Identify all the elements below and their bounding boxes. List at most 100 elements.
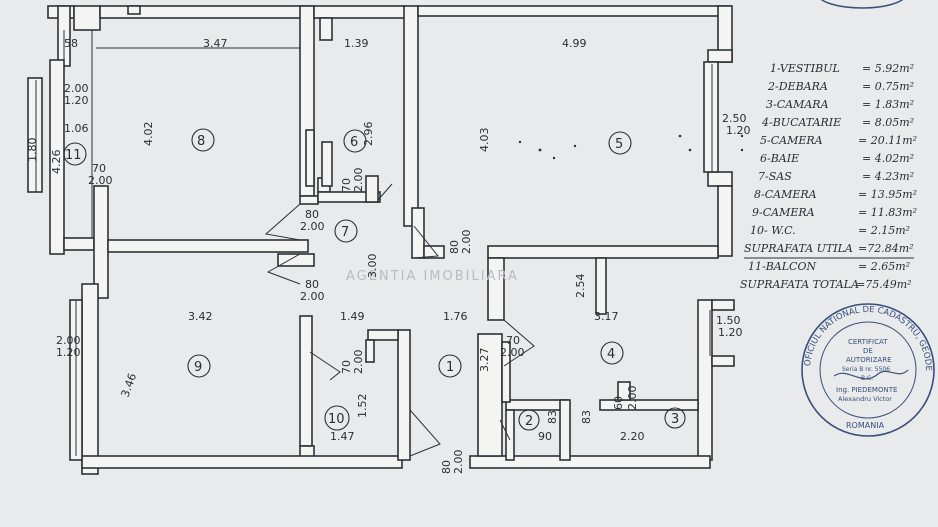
top-stamp-fragment bbox=[820, 0, 904, 9]
legend-label: 7-SAS bbox=[758, 170, 792, 183]
dim-label: 2.96 bbox=[362, 122, 375, 147]
legend-label: 6-BAIE bbox=[760, 152, 799, 165]
dim-label: 2.00 bbox=[626, 386, 639, 411]
room-9-number: 9 bbox=[194, 360, 202, 375]
dim-label: 3.27 bbox=[478, 348, 491, 373]
room-4-number: 4 bbox=[607, 347, 615, 362]
door-swings bbox=[264, 183, 535, 457]
legend-value: = 8.05m² bbox=[862, 116, 914, 129]
dim-label: 2.00 bbox=[300, 290, 325, 303]
dim-label: 4.03 bbox=[478, 128, 491, 153]
room-6-number: 6 bbox=[350, 135, 358, 150]
dim-label: 80 bbox=[440, 460, 453, 474]
dim-label: 58 bbox=[64, 37, 78, 50]
dim-label: 1.20 bbox=[718, 326, 743, 339]
dim-label: 83 bbox=[580, 410, 593, 424]
legend-label: 10- W.C. bbox=[750, 224, 796, 237]
dim-label: 83 bbox=[546, 410, 559, 424]
legend-value: =75.49m² bbox=[856, 278, 912, 291]
dim-label: 2.00 bbox=[460, 230, 473, 255]
room-numbers: 8 6 5 7 11 9 1 4 10 2 3 bbox=[63, 128, 686, 431]
legend-label: 4-BUCATARIE bbox=[761, 116, 841, 129]
legend-value: = 13.95m² bbox=[858, 188, 917, 201]
room-10-number: 10 bbox=[328, 412, 345, 427]
dim-label: 1.20 bbox=[726, 124, 751, 137]
dim-label: 2.00 bbox=[64, 82, 89, 95]
dim-label: 3.00 bbox=[366, 254, 379, 279]
dim-label: 3.47 bbox=[203, 37, 228, 50]
stamp-text: DE bbox=[863, 347, 873, 355]
watermark-text: AGENTIA IMOBILIARA bbox=[346, 269, 519, 284]
legend-label: 8-CAMERA bbox=[754, 188, 817, 201]
pencil-marks bbox=[518, 134, 744, 160]
dim-label: 1.20 bbox=[56, 346, 81, 359]
dim-label: 2.00 bbox=[56, 334, 81, 347]
legend-value: = 11.83m² bbox=[858, 206, 917, 219]
room-7-number: 7 bbox=[341, 225, 349, 240]
legend-value: = 1.83m² bbox=[862, 98, 914, 111]
walls bbox=[27, 5, 735, 475]
legend-label: 2-DEBARA bbox=[767, 80, 828, 93]
dim-label: 4.26 bbox=[50, 150, 63, 175]
legend-value: = 2.65m² bbox=[858, 260, 910, 273]
legend-label: 11-BALCON bbox=[748, 260, 816, 273]
dim-label: 2.20 bbox=[620, 430, 645, 443]
legend-value: =72.84m² bbox=[858, 242, 914, 255]
dim-label: 60 bbox=[612, 396, 625, 410]
legend-value: = 4.23m² bbox=[862, 170, 914, 183]
dimension-labels: 58 3.47 1.39 4.99 2.00 1.20 1.06 4.02 2.… bbox=[26, 37, 751, 474]
dim-label: 1.06 bbox=[64, 122, 89, 135]
dim-label: 70 bbox=[340, 178, 353, 192]
stamp-text: Seria B nr. 5506 bbox=[842, 366, 890, 373]
dim-label: 1.50 bbox=[716, 314, 741, 327]
room-5-number: 5 bbox=[615, 137, 623, 152]
room-1-number: 1 bbox=[446, 360, 454, 375]
dim-label: 70 bbox=[340, 360, 353, 374]
dim-label: 1.20 bbox=[64, 94, 89, 107]
stamp-text: Alexandru Victor bbox=[838, 395, 892, 403]
glazing-lines bbox=[35, 30, 713, 456]
dim-label: 2.54 bbox=[574, 274, 587, 299]
legend-label: 3-CAMARA bbox=[766, 98, 829, 111]
dim-label: 4.99 bbox=[562, 37, 587, 50]
stamp-country: ROMANIA bbox=[846, 421, 885, 430]
legend-value: = 20.11m² bbox=[858, 134, 917, 147]
dim-label: 90 bbox=[538, 430, 552, 443]
dim-label: 1.47 bbox=[330, 430, 355, 443]
dim-label: 1.76 bbox=[443, 310, 468, 323]
legend-label: SUPRAFATA UTILA bbox=[744, 242, 853, 255]
dim-label: 1.39 bbox=[344, 37, 369, 50]
legend-label: SUPRAFATA TOTALA bbox=[740, 278, 859, 291]
area-legend: 1-VESTIBUL = 5.92m² 2-DEBARA = 0.75m² 3-… bbox=[740, 62, 917, 291]
legend-value: = 4.02m² bbox=[862, 152, 914, 165]
room-2-number: 2 bbox=[525, 414, 533, 429]
dim-label: 2.50 bbox=[722, 112, 747, 125]
dim-label: 2.00 bbox=[88, 174, 113, 187]
dim-label: 2.00 bbox=[352, 168, 365, 193]
dim-label: 80 bbox=[305, 208, 319, 221]
dim-label: 70 bbox=[92, 162, 106, 175]
legend-value: = 0.75m² bbox=[862, 80, 914, 93]
room-8-number: 8 bbox=[197, 134, 205, 149]
dim-label: 3.17 bbox=[594, 310, 619, 323]
dim-label: 80 bbox=[448, 240, 461, 254]
dim-label: 2.00 bbox=[500, 346, 525, 359]
dim-label: 80 bbox=[305, 278, 319, 291]
dim-label: 2.00 bbox=[352, 350, 365, 375]
dim-label: 2.00 bbox=[452, 450, 465, 475]
stamp-text: Ing. PIEDEMONTE bbox=[836, 386, 897, 394]
stamp-text: CERTIFICAT bbox=[848, 338, 888, 346]
legend-label: 5-CAMERA bbox=[760, 134, 823, 147]
legend-value: = 2.15m² bbox=[858, 224, 910, 237]
signature-scribble bbox=[833, 369, 909, 380]
dim-label: 1.52 bbox=[356, 394, 369, 419]
legend-label: 9-CAMERA bbox=[752, 206, 815, 219]
stamp-text: AUTORIZARE bbox=[846, 356, 892, 364]
room-11-number: 11 bbox=[65, 148, 82, 163]
dim-label: 1.49 bbox=[340, 310, 365, 323]
dim-label: 4.02 bbox=[142, 122, 155, 147]
dim-label: 2.00 bbox=[300, 220, 325, 233]
dim-label: 3.42 bbox=[188, 310, 213, 323]
